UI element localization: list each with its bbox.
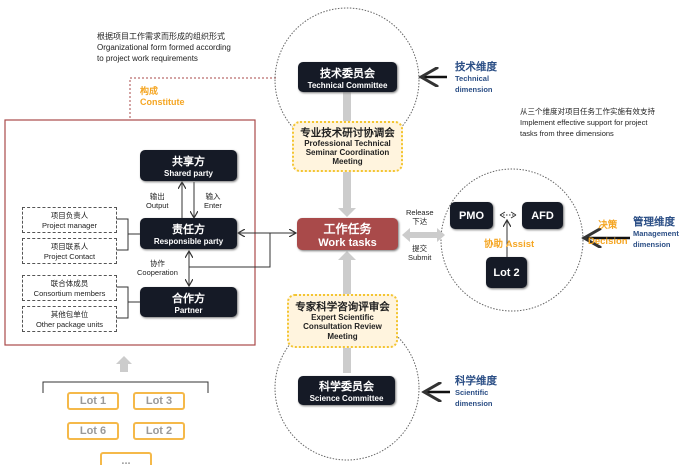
responsible-en: Responsible party — [153, 237, 224, 246]
intro-en2: to project work requirements — [97, 54, 198, 63]
support-en2: tasks from three dimensions — [520, 129, 614, 138]
assist-label: 协助 Assist — [484, 236, 534, 250]
intro-text: 根据项目工作需求而形成的组织形式 Organizational form for… — [97, 31, 231, 64]
tech-dim-en1: Technical — [455, 74, 490, 83]
lot-box: Lot 2 — [133, 422, 185, 440]
afd-label: AFD — [531, 209, 554, 222]
seminar-en3: Meeting — [332, 157, 363, 167]
expert-zh: 专家科学咨询评审会 — [295, 301, 390, 314]
afd-box: AFD — [522, 202, 563, 229]
enter-zh: 输入 — [205, 192, 221, 201]
shared-en: Shared party — [164, 169, 213, 178]
pmo-box: PMO — [450, 202, 493, 229]
sci-dim-zh: 科学维度 — [455, 375, 497, 387]
science-committee-zh: 科学委员会 — [319, 381, 374, 393]
lot-box: Lot 1 — [67, 392, 119, 410]
tech-dim-zh: 技术维度 — [455, 61, 497, 73]
decision-zh: 决策 — [598, 220, 618, 231]
pmo-label: PMO — [458, 209, 485, 222]
expert-en1: Expert Scientific — [311, 313, 374, 323]
lot-box: Lot 6 — [67, 422, 119, 440]
member-en: Project Contact — [43, 252, 96, 261]
seminar-zh: 专业技术研讨协调会 — [300, 126, 395, 139]
cooperation-zh: 协作 — [149, 259, 165, 268]
intro-zh: 根据项目工作需求而形成的组织形式 — [97, 32, 225, 41]
submit-en: Submit — [408, 253, 432, 262]
partner-zh: 合作方 — [172, 292, 205, 305]
constitute-zh: 构成 — [140, 86, 159, 96]
support-text: 从三个维度对项目任务工作实施有效支持 Implement effective su… — [520, 106, 655, 139]
seminar-en2: Seminar Coordination — [305, 147, 390, 157]
expert-en2: Consultation Review — [303, 322, 382, 332]
constitute-en: Constitute — [140, 97, 185, 107]
mgmt-dim-en1: Management — [633, 229, 679, 238]
support-zh: 从三个维度对项目任务工作实施有效支持 — [520, 107, 655, 116]
work-tasks-zh: 工作任务 — [323, 221, 372, 236]
tech-committee-en: Technical Committee — [307, 80, 388, 90]
lot-box: Lot 3 — [133, 392, 185, 410]
sci-dim-en1: Scientific — [455, 388, 489, 397]
seminar-en1: Professional Technical — [304, 138, 391, 148]
member-zh: 项目联系人 — [50, 242, 89, 251]
constitute-label: 构成 Constitute — [140, 86, 185, 108]
output-zh: 输出 — [149, 192, 165, 201]
support-en1: Implement effective support for project — [520, 118, 648, 127]
lot2-label: Lot 2 — [493, 266, 520, 279]
release-en: Release — [406, 208, 434, 217]
intro-en1: Organizational form formed according — [97, 43, 231, 52]
assist-zh: 协助 — [484, 239, 504, 250]
enter-en: Enter — [204, 201, 222, 210]
mgmt-dim-zh: 管理维度 — [633, 216, 675, 228]
member-en: Project manager — [41, 221, 98, 230]
partner-en: Partner — [174, 305, 203, 315]
decision-label: 决策 Decision — [588, 218, 628, 250]
output-en: Output — [146, 201, 169, 210]
expert-en3: Meeting — [327, 331, 358, 341]
tech-dim-en2: dimension — [455, 85, 493, 94]
work-tasks-en: Work tasks — [318, 236, 377, 249]
member-en: Consortium members — [33, 289, 106, 298]
mgmt-dim-en2: dimension — [633, 240, 671, 249]
decision-en: Decision — [588, 236, 628, 247]
shared-zh: 共享方 — [172, 156, 205, 168]
member-zh: 联合体成员 — [50, 279, 89, 288]
cooperation-en: Cooperation — [137, 268, 178, 277]
member-en: Other package units — [35, 320, 104, 329]
tech-committee-zh: 技术委员会 — [320, 67, 375, 80]
science-committee-en: Science Committee — [309, 394, 384, 403]
member-zh: 其他包单位 — [50, 310, 89, 319]
lot2-box: Lot 2 — [486, 257, 527, 288]
responsible-zh: 责任方 — [172, 224, 205, 236]
assist-en: Assist — [505, 239, 535, 250]
release-zh: 下达 — [412, 217, 428, 226]
submit-zh: 提交 — [412, 244, 428, 253]
sci-dim-en2: dimension — [455, 399, 493, 408]
lot-box-more: ... — [100, 452, 152, 465]
member-zh: 项目负责人 — [50, 211, 89, 220]
